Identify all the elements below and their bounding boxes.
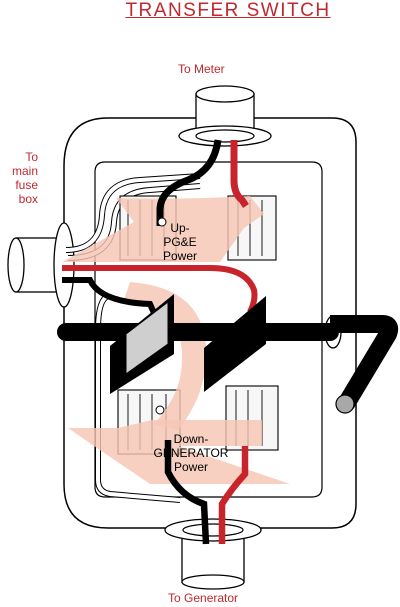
meter-conduit: [178, 85, 272, 147]
to-main-fuse-box-label: To main fuse box: [11, 150, 38, 206]
switch-motion-arc: [124, 282, 207, 430]
fuse-box-load-wires: [62, 265, 258, 324]
down-arrow: [68, 420, 290, 484]
generator-conduit: [164, 518, 262, 590]
diagram-title: TRANSFER SWITCH: [125, 0, 331, 21]
to-meter-label: To Meter: [178, 62, 225, 76]
to-generator-label: To Generator: [168, 591, 239, 605]
up-position-label: Up- PG&E Power: [162, 221, 197, 263]
down-position-label: Down- GENERATOR Power: [153, 432, 229, 474]
switch-blades: [110, 294, 266, 394]
terminal-screws: [155, 217, 167, 415]
meter-wires: [156, 139, 249, 226]
up-arrow: [62, 196, 264, 262]
generator-wires: [164, 440, 249, 545]
